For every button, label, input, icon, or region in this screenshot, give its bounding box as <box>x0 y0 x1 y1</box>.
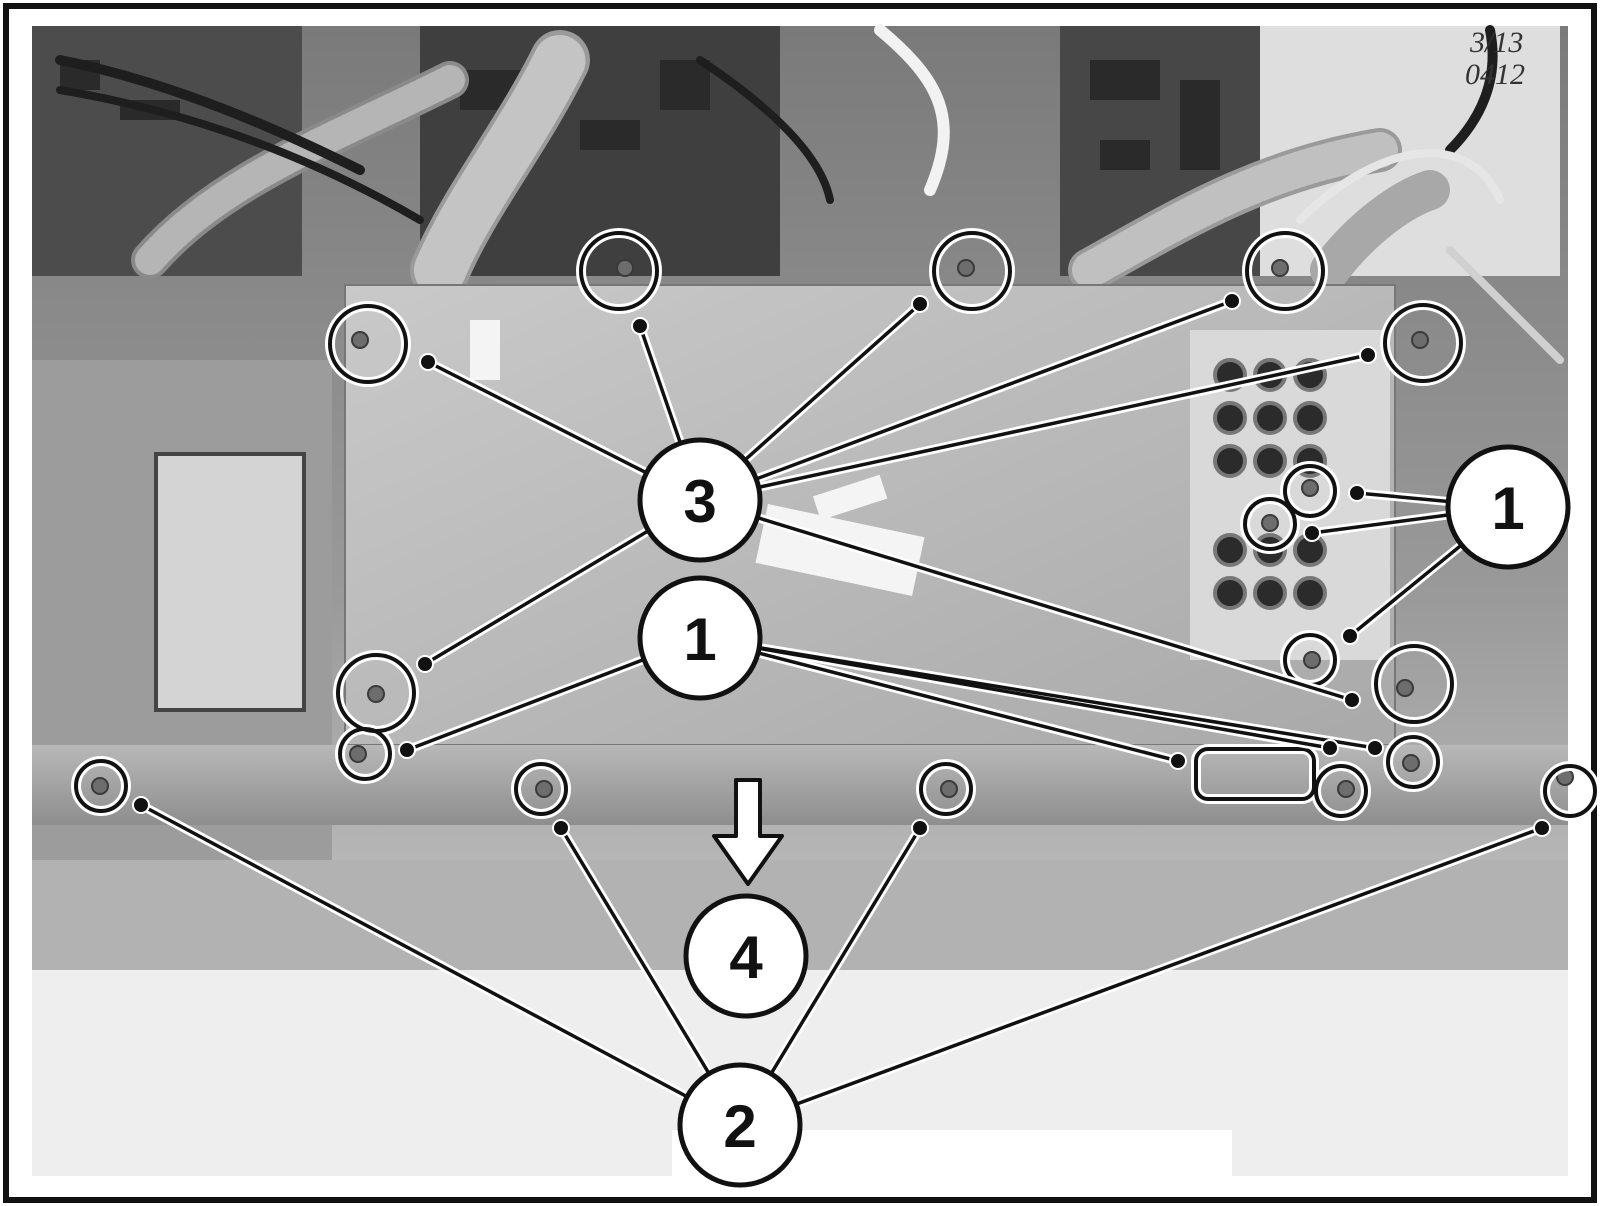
line-filter-module <box>154 452 306 712</box>
handwritten-note: 3/13 <box>1469 26 1523 59</box>
callout-2: 2 <box>677 1062 803 1188</box>
callout-1-right-label: 1 <box>1491 475 1524 542</box>
barcode-label-small <box>813 474 888 521</box>
av-jacks <box>1213 358 1327 610</box>
callout-4: 4 <box>683 893 809 1019</box>
callout-1-right: 1 <box>1445 444 1571 570</box>
photo: 3/13 0412 <box>32 24 1574 1176</box>
callout-3: 3 <box>637 437 763 563</box>
screws <box>91 259 1574 798</box>
handwritten-note-2: 0412 <box>1465 58 1525 91</box>
highlight-rings <box>71 228 1600 821</box>
callout-2-label: 2 <box>723 1093 756 1160</box>
callout-4-label: 4 <box>729 924 763 991</box>
callout-1-center-label: 1 <box>683 606 716 673</box>
cable-bundles <box>55 24 1564 364</box>
callout-1-center: 1 <box>637 575 763 701</box>
barcode-label-top <box>470 320 500 380</box>
callout-3-label: 3 <box>683 468 716 535</box>
down-arrow-icon <box>712 778 784 886</box>
